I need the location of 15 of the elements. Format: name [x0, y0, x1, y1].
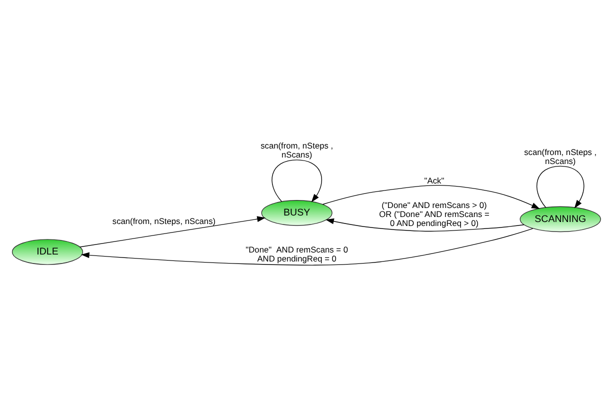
edge-label: ("Done" AND remScans > 0) OR ("Done" AND remScans = 0 AND pendingReq > 0) — [379, 200, 490, 228]
edge-label: scan(from, nSteps , nScans) — [260, 140, 334, 160]
arrow — [80, 216, 266, 248]
arrow — [536, 166, 584, 208]
node-ellipse: IDLE — [12, 239, 84, 265]
edge-label: scan(from, nSteps , nScans) — [524, 146, 597, 166]
node-ellipse: SCANNING — [520, 206, 601, 232]
edge-label: scan(from, nSteps, nScans) — [112, 216, 216, 226]
arrow — [322, 185, 540, 209]
edge-label: "Done" AND remScans = 0 AND pendingReq = 0 — [246, 244, 348, 264]
arrow — [326, 218, 524, 232]
arrow — [272, 160, 322, 202]
node-ellipse: BUSY — [261, 200, 332, 226]
edge-label: "Ack" — [424, 175, 444, 186]
arrow — [80, 228, 534, 266]
